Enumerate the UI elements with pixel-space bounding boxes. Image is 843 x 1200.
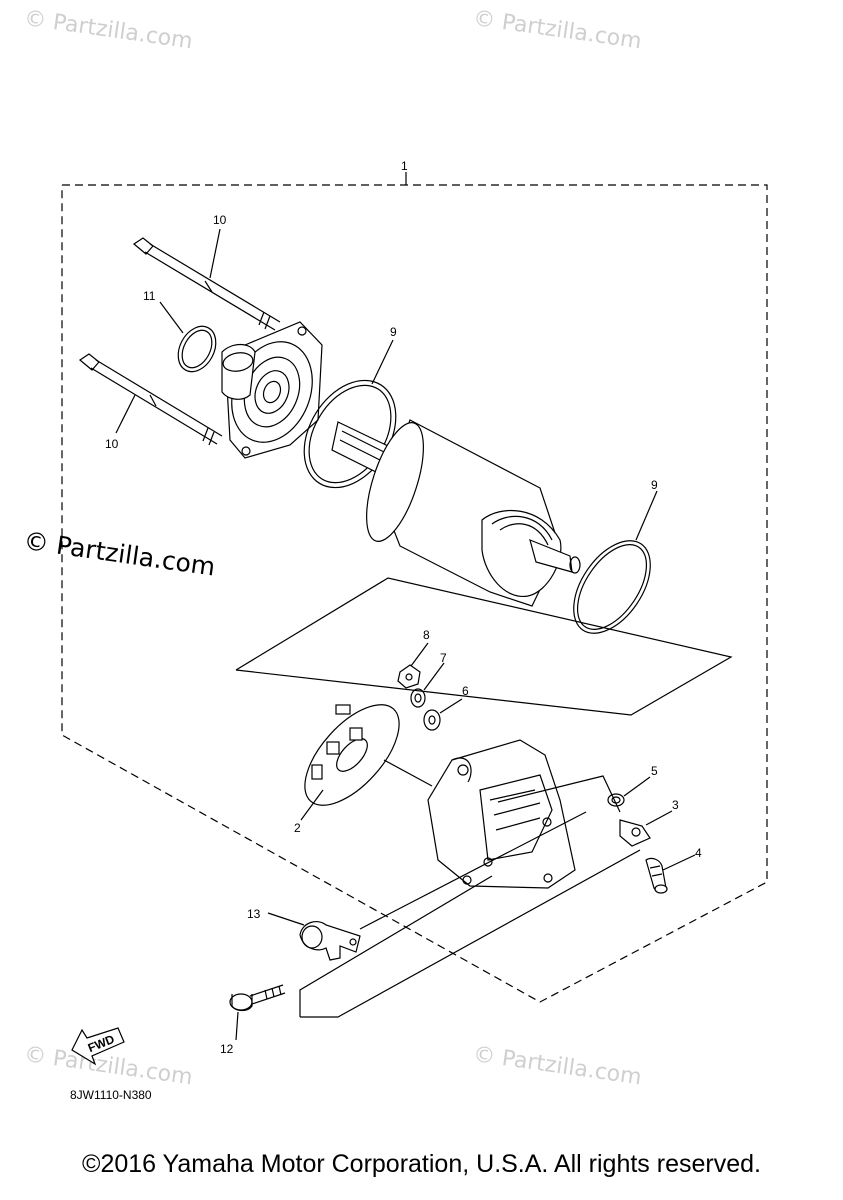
leader-8 [410,642,429,667]
leader-10a [209,228,221,279]
clamp-13 [299,921,361,961]
callout-10a: 10 [213,213,227,227]
front-cover [221,321,323,459]
callout-12: 12 [220,1042,234,1056]
callout-1: 1 [401,159,408,173]
o-ring-9-lower [573,540,651,634]
alignment-line-12 [299,875,493,1017]
washer-7 [410,688,426,708]
leader-3 [645,810,673,826]
bolt-upper [132,237,281,331]
leader-2 [300,789,324,821]
screw-4 [645,857,668,894]
alignment-plane [235,577,733,716]
leader-7 [423,662,445,691]
copyright-notice: ©2016 Yamaha Motor Corporation, U.S.A. A… [82,1150,761,1178]
leader-6 [439,698,463,714]
nut-8 [397,664,421,689]
leader-13 [267,912,305,926]
leader-9b [635,490,658,541]
callout-2: 2 [294,821,301,835]
leader-12 [235,1011,239,1041]
leader-9a [371,339,394,385]
alignment-line-4 [300,849,641,1018]
clip-nut-3 [619,819,651,847]
washer-6 [423,709,441,731]
washer-5 [607,793,625,807]
callout-7: 7 [440,651,447,665]
callout-9b: 9 [651,478,658,492]
callout-6: 6 [462,684,469,698]
rear-cover-housing [427,739,576,889]
leader-10b [115,394,136,434]
callout-11: 11 [143,289,156,303]
leader-5 [623,776,651,797]
callout-5: 5 [651,764,658,778]
alignment-line-5 [497,775,621,813]
leader-4 [662,854,696,871]
leader-11 [159,301,184,334]
callout-13: 13 [247,907,261,921]
alignment-line-2 [383,759,433,787]
callout-10b: 10 [105,437,119,451]
callout-9a: 9 [390,325,397,339]
callout-8: 8 [423,628,430,642]
figure-code: 8JW1110-N380 [70,1088,152,1102]
bolt-lower [78,353,223,446]
alignment-line-13 [359,811,587,930]
brush-holder-2 [304,704,400,806]
bolt-12 [229,984,286,1012]
fwd-arrow-icon: FWD [71,1027,125,1066]
motor-yoke [331,419,581,607]
callout-4: 4 [695,846,702,860]
o-ring-11 [177,325,217,373]
callout-3: 3 [672,798,679,812]
assembly-boundary [61,184,768,1003]
